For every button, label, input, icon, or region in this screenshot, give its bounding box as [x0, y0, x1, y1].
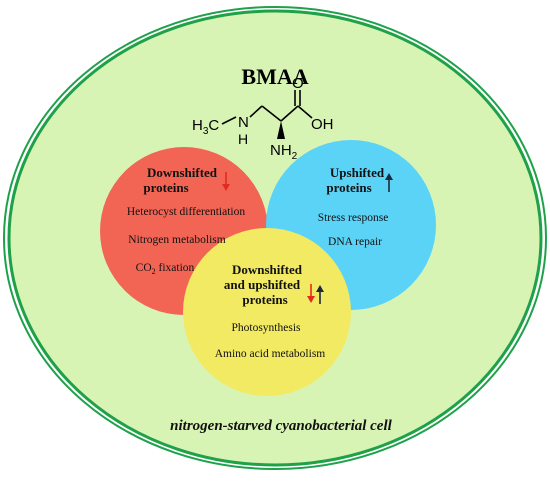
bond-ca-cooh: [280, 105, 299, 122]
downshifted-item-1: Nitrogen metabolism: [128, 234, 225, 246]
down-arrow-icon: [222, 172, 230, 191]
up-arrow-icon: [385, 173, 393, 192]
bond-ch2-ca: [261, 105, 282, 122]
mixed-title-line2: and upshifted: [224, 277, 301, 292]
upshifted-item-1: DNA repair: [328, 236, 382, 248]
bond-ca-nh2-wedge: [277, 121, 285, 139]
downshifted-item-2: CO2 fixation: [136, 262, 195, 276]
mixed-item-1: Amino acid metabolism: [215, 348, 326, 360]
cell-caption: nitrogen-starved cyanobacterial cell: [170, 418, 392, 434]
mol-n: N: [238, 114, 249, 131]
mixed-group: Downshifted and upshifted proteins Photo…: [215, 262, 326, 360]
bmaa-molecule: H3C N H O OH NH2: [192, 75, 334, 162]
bond-c-n: [221, 116, 237, 125]
upshifted-title-line1: Upshifted: [330, 165, 385, 180]
mixed-title-line1: Downshifted: [232, 262, 303, 277]
upshifted-group: Upshifted proteins Stress response DNA r…: [318, 165, 393, 248]
downshifted-title-line2: proteins: [143, 180, 188, 195]
downshifted-group: Downshifted proteins Heterocyst differen…: [127, 165, 246, 276]
mixed-title-line3: proteins: [242, 292, 287, 307]
downshifted-title-line1: Downshifted: [147, 165, 218, 180]
downshifted-item-0: Heterocyst differentiation: [127, 206, 246, 218]
cell-outer-ring: [3, 6, 547, 470]
mol-nh-h: H: [238, 131, 248, 147]
mol-h3c: H3C: [192, 117, 219, 137]
bond-n-ch2: [249, 105, 263, 118]
mol-o: O: [292, 75, 304, 92]
upshifted-item-0: Stress response: [318, 212, 389, 224]
mixed-circle: [183, 228, 351, 396]
mol-oh: OH: [311, 116, 334, 133]
mol-nh2: NH2: [270, 142, 298, 162]
upshifted-title-line2: proteins: [326, 180, 371, 195]
bond-c-oh: [297, 105, 313, 119]
mixed-item-0: Photosynthesis: [231, 322, 301, 334]
bmaa-title: BMAA: [241, 64, 308, 89]
down-up-arrows-icon: [307, 284, 324, 304]
